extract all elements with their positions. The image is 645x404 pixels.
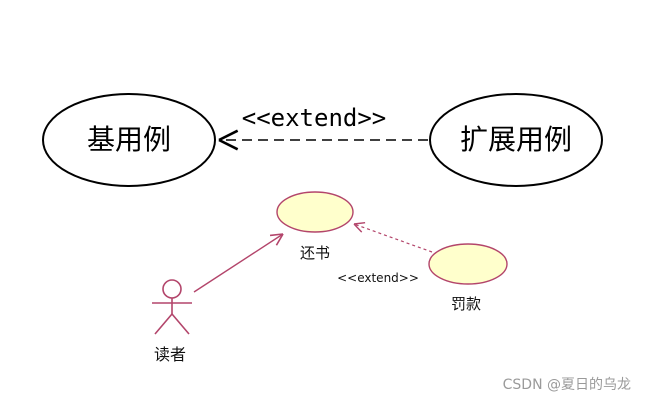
base-use-case-label: 基用例 [87,123,171,156]
extend-stereotype-top: <<extend>> [242,104,387,132]
extend-stereotype-bottom: <<extend>> [337,271,419,285]
csdn-watermark: CSDN @夏日的乌龙 [502,377,631,393]
base-use-case-ellipse [42,93,216,187]
actor-reader [152,279,192,335]
extend-dependency-bottom [353,221,433,253]
use-case-return-ellipse [276,191,354,233]
extension-use-case-label: 扩展用例 [460,123,572,156]
use-case-fine-ellipse [428,243,508,285]
actor-reader-label: 读者 [154,345,186,364]
extension-use-case-ellipse [429,93,603,187]
association-reader-return [193,233,284,293]
use-case-return-label: 还书 [300,244,330,262]
use-case-fine-label: 罚款 [451,295,481,313]
